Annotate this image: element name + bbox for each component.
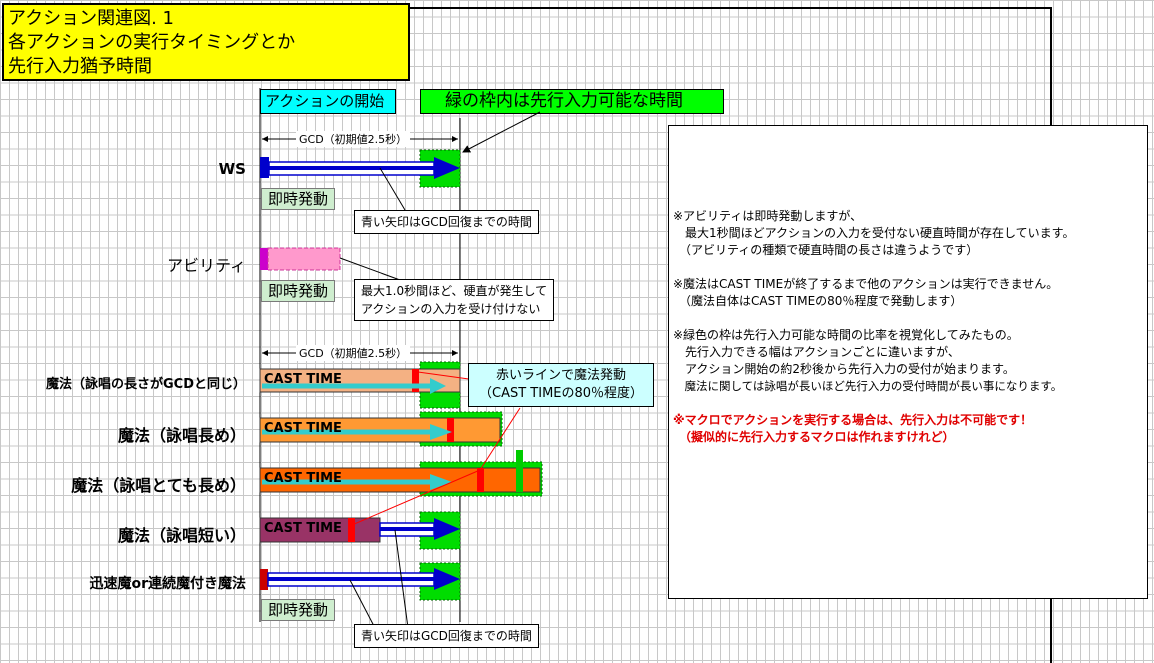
- row-label-magic-short: 魔法（詠唱短い）: [117, 526, 246, 545]
- swift-start-mark: [260, 569, 268, 590]
- info-p2-l1: ※魔法はCAST TIMEが終了するまで他のアクションは実行できません。: [673, 277, 1059, 291]
- info-panel: ※アビリティは即時発動しますが、 最大1秒間ほどアクションの入力を受付ない硬直時…: [668, 125, 1148, 599]
- info-p1-l2: 最大1秒間ほどアクションの入力を受付ない硬直時間が存在しています。: [673, 226, 1075, 240]
- info-p4-l1: ※マクロでアクションを実行する場合は、先行入力は不可能です！: [673, 413, 1033, 427]
- ability-start-mark: [260, 248, 268, 270]
- gcd-label-mid: GCD（初期値2.5秒）: [296, 345, 411, 361]
- magic-short-red-line: [348, 518, 355, 542]
- magic-long-cyan-head: [430, 424, 452, 440]
- frame-line-top: [2, 7, 1052, 9]
- info-p3-l4: 魔法に関しては詠唱が長いほど先行入力の受付時間が長い事になります。: [673, 379, 1063, 393]
- info-paragraph-green-frame: ※緑色の枠は先行入力可能な時間の比率を視覚化してみたもの。 先行入力できる幅はア…: [673, 327, 1143, 395]
- info-paragraph-macro-warning: ※マクロでアクションを実行する場合は、先行入力は不可能です！ （擬似的に先行入力…: [673, 412, 1143, 446]
- note-ability-stiffness: 最大1.0秒間ほど、硬直が発生して アクションの入力を受け付けない: [354, 279, 555, 321]
- redline-note-pointer-3: [351, 469, 481, 526]
- gcd-dim-left-head: [262, 136, 268, 142]
- row-label-magic-long: 魔法（詠唱長め）: [117, 426, 246, 445]
- ws-start-mark: [260, 157, 269, 178]
- row-label-ws: WS: [218, 160, 246, 178]
- note-redline: 赤いラインで魔法発動 （CAST TIMEの80％程度）: [468, 363, 655, 407]
- title-line-1: アクション関連図. 1: [8, 8, 174, 29]
- diagram-title: アクション関連図. 1 各アクションの実行タイミングとか 先行入力猶予時間: [2, 3, 410, 81]
- magic-long-red-line: [447, 418, 454, 442]
- info-p3-l1: ※緑色の枠は先行入力可能な時間の比率を視覚化してみたもの。: [673, 328, 1019, 342]
- info-p4-l2: （擬似的に先行入力するマクロは作れますけれど）: [673, 430, 955, 444]
- magic-very-long-red-line: [477, 468, 484, 492]
- title-line-3: 先行入力猶予時間: [8, 56, 152, 77]
- magic-short-blue-arrow-head: [434, 518, 460, 540]
- info-p1-l1: ※アビリティは即時発動しますが、: [673, 209, 863, 223]
- cast-label-short: CAST TIME: [264, 521, 342, 536]
- gcd-dim-right-head-2: [452, 350, 458, 356]
- note-redline-line-1: 赤いラインで魔法発動: [496, 368, 627, 383]
- magic-very-long-green-marker: [516, 450, 523, 492]
- green-legend-pointer: [462, 111, 541, 153]
- info-paragraph-magic: ※魔法はCAST TIMEが終了するまで他のアクションは実行できません。 （魔法…: [673, 276, 1143, 310]
- row-label-swift: 迅速魔or連続魔付き魔法: [89, 576, 246, 592]
- cast-label-same: CAST TIME: [264, 372, 342, 387]
- instant-tag-ability: 即時発動: [261, 280, 336, 302]
- note-blue-arrow-1: 青い矢印はGCD回復までの時間: [354, 210, 539, 234]
- info-p2-l2: （魔法自体はCAST TIMEの80％程度で発動します）: [673, 294, 963, 308]
- info-p1-l3: （アビリティの種類で硬直時間の長さは違うようです）: [673, 243, 979, 257]
- magic-very-long-cyan-head: [430, 474, 452, 490]
- row-label-ability: アビリティ: [166, 256, 246, 275]
- legend-action-start-label: アクションの開始: [265, 92, 385, 110]
- title-line-2: 各アクションの実行タイミングとか: [8, 32, 296, 53]
- info-p3-l3: アクション開始の約2秒後から先行入力の受付が始まります。: [673, 362, 1015, 376]
- gcd-dim-right-head: [452, 136, 458, 142]
- row-label-magic-very-long: 魔法（詠唱とても長め）: [71, 476, 246, 495]
- note-blue-arrow-2: 青い矢印はGCD回復までの時間: [354, 624, 539, 648]
- magic-same-cyan-head: [430, 378, 446, 394]
- redline-note-pointer-2: [479, 407, 521, 471]
- legend-action-start: アクションの開始: [260, 89, 396, 114]
- cast-label-very-long: CAST TIME: [264, 471, 342, 486]
- blue-note-pointer-1: [379, 167, 406, 211]
- magic-same-red-line: [412, 369, 419, 392]
- blue-note-pointer-3: [349, 579, 376, 629]
- row-label-magic-same: 魔法（詠唱の長さがGCDと同じ）: [45, 377, 246, 392]
- gcd-dim-left-head-2: [262, 350, 268, 356]
- ws-blue-arrow-head: [434, 157, 460, 179]
- info-paragraph-ability: ※アビリティは即時発動しますが、 最大1秒間ほどアクションの入力を受付ない硬直時…: [673, 208, 1143, 259]
- note-ability-line-2: アクションの入力を受け付けない: [361, 302, 541, 316]
- legend-green-frame-label: 緑の枠内は先行入力可能な時間: [445, 91, 683, 111]
- instant-tag-ws: 即時発動: [261, 188, 336, 210]
- legend-green-frame: 緑の枠内は先行入力可能な時間: [420, 89, 724, 114]
- cast-label-long: CAST TIME: [264, 421, 342, 436]
- blue-note-pointer-2: [394, 529, 409, 629]
- note-ability-line-1: 最大1.0秒間ほど、硬直が発生して: [361, 284, 548, 298]
- info-p3-l2: 先行入力できる幅はアクションごとに違いますが、: [673, 345, 960, 359]
- gcd-label-top: GCD（初期値2.5秒）: [296, 131, 411, 147]
- ability-stiffness-bar: [267, 247, 341, 271]
- ability-note-pointer: [339, 257, 401, 281]
- instant-tag-swift: 即時発動: [261, 599, 336, 621]
- redline-note-pointer-1: [417, 371, 477, 381]
- note-redline-line-2: （CAST TIMEの80％程度）: [479, 386, 644, 401]
- swift-blue-arrow-head: [434, 568, 460, 590]
